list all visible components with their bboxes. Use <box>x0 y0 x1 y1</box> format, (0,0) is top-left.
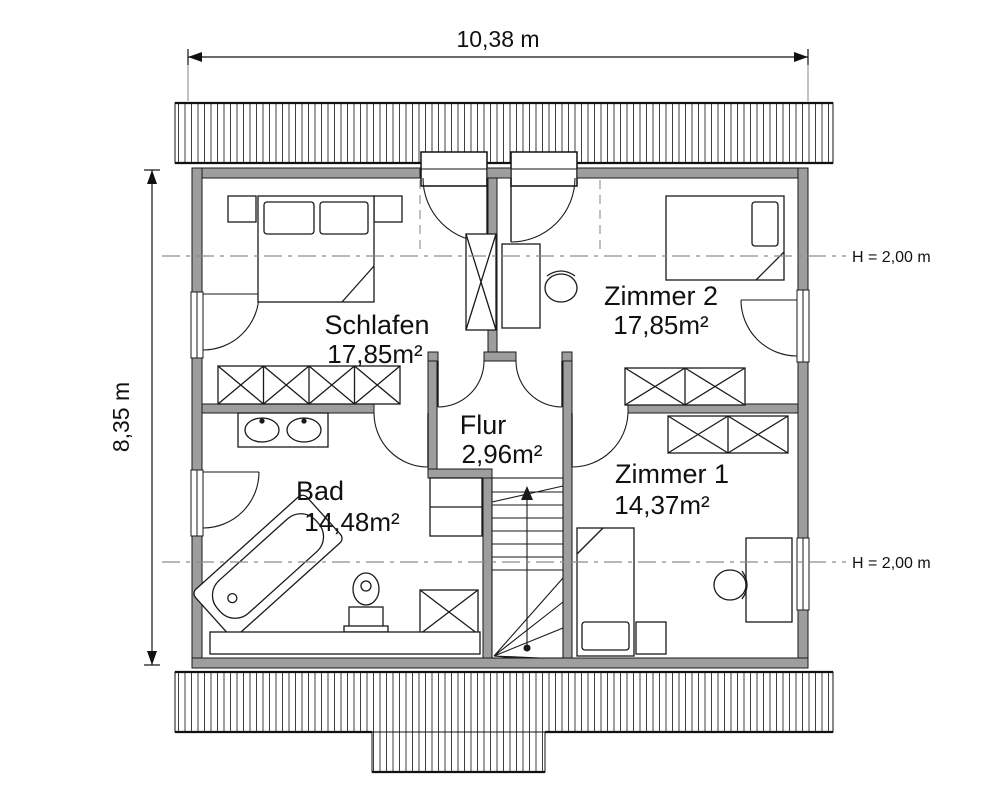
roof-band-top <box>174 101 834 187</box>
wall-stair-left <box>482 477 493 659</box>
shower-unit <box>419 589 479 635</box>
wall-flur-stair-right <box>562 360 573 659</box>
room-area-flur: 2,96m² <box>462 439 543 469</box>
door-swing-zimmer2 <box>515 360 563 408</box>
room-label-flur: Flur <box>460 410 507 440</box>
wall-ext-bottom <box>191 657 809 669</box>
wall-flur-left <box>427 360 438 479</box>
furniture-bad <box>193 412 483 655</box>
room-area-zimmer2: 17,85m² <box>613 310 709 340</box>
wall-divider-left <box>201 403 375 414</box>
room-label-bad: Bad <box>296 476 344 506</box>
height-annotation-lower: H = 2,00 m <box>852 555 931 572</box>
wall-ext-right-3 <box>797 609 809 659</box>
chair-zimmer2 <box>544 270 578 303</box>
bath-cupboard <box>429 477 483 537</box>
stair-winders <box>493 577 564 659</box>
bed-zimmer2 <box>665 195 785 281</box>
window-left-upper <box>190 291 204 359</box>
windows <box>190 289 810 611</box>
wardrobe-zimmer1 <box>667 415 789 454</box>
dimension-top <box>187 49 809 101</box>
chair-zimmer1 <box>713 569 748 601</box>
furniture-zimmer2 <box>501 195 785 406</box>
bed-zimmer1 <box>576 527 635 657</box>
door-swing-schlafen <box>437 360 485 408</box>
desk-zimmer2 <box>501 243 541 329</box>
wall-ext-top-right <box>576 167 809 179</box>
door-swing-zimmer1 <box>571 412 629 468</box>
wardrobe-zimmer2 <box>624 367 746 406</box>
bath-shelf <box>209 631 481 655</box>
window-swing-right-upper <box>740 299 798 357</box>
dormer-window-left <box>420 151 488 187</box>
height-lines <box>162 180 846 563</box>
roof-band-bottom <box>174 670 834 774</box>
dormer-window-right <box>510 151 578 187</box>
room-area-zimmer1: 14,37m² <box>614 490 710 520</box>
window-right-lower <box>796 537 810 611</box>
room-label-zimmer2: Zimmer 2 <box>604 281 718 311</box>
nightstand-right <box>373 195 403 223</box>
wall-ext-right-1 <box>797 167 809 291</box>
room-label-schlafen: Schlafen <box>324 310 429 340</box>
wardrobe-tall <box>465 233 497 331</box>
wall-stair-stub <box>427 468 493 479</box>
stairs <box>491 477 564 659</box>
furniture-zimmer1 <box>576 415 793 657</box>
furniture-schlafen <box>217 195 497 405</box>
double-sink <box>237 412 329 448</box>
stair-walk-line <box>521 486 533 652</box>
dimension-width-label: 10,38 m <box>456 26 539 52</box>
height-annotation-upper: H = 2,00 m <box>852 249 931 266</box>
window-swing-left-lower <box>202 471 260 529</box>
nightstand-left <box>227 195 257 223</box>
desk-zimmer1 <box>745 537 793 623</box>
door-swing-bad <box>373 412 429 468</box>
door-swing-dormer-right <box>510 177 576 243</box>
dimension-left <box>144 169 160 666</box>
wall-ext-left-1 <box>191 167 203 293</box>
wall-flur-top-b <box>483 351 517 362</box>
room-area-schlafen: 17,85m² <box>327 339 423 369</box>
wall-ext-top-center <box>486 167 512 179</box>
wall-ext-top-left <box>191 167 421 179</box>
toilet <box>343 572 389 633</box>
window-swing-left-upper <box>202 293 260 351</box>
room-label-zimmer1: Zimmer 1 <box>615 459 729 489</box>
wall-ext-left-2 <box>191 357 203 471</box>
door-swing-dormer-left <box>422 177 488 243</box>
window-left-lower <box>190 469 204 537</box>
room-area-bad: 14,48m² <box>304 507 400 537</box>
window-right-upper <box>796 289 810 363</box>
double-bed <box>257 195 375 303</box>
wardrobe-schlafen <box>217 365 401 405</box>
bathtub <box>193 494 343 638</box>
dimension-height-label: 8,35 m <box>108 382 134 452</box>
side-table <box>635 621 667 655</box>
wall-ext-right-2 <box>797 361 809 539</box>
porch-roof <box>371 731 546 773</box>
wall-flur-top-c <box>561 351 573 362</box>
wall-flur-top-a <box>427 351 439 362</box>
